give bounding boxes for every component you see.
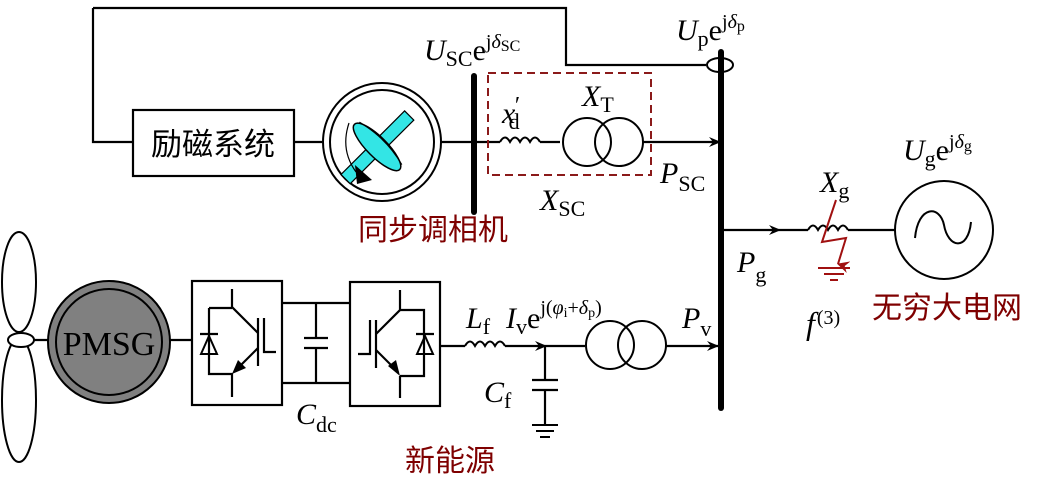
label-u-p: Upejδp	[676, 11, 745, 51]
synchronous-condenser-icon	[322, 82, 442, 202]
excitation-system-label: 励磁系统	[151, 127, 275, 163]
infinite-grid-label: 无穷大电网	[872, 291, 1022, 326]
excitation-feedback-line	[91, 6, 706, 144]
wind-turbine-blades-icon	[1, 231, 37, 463]
stepup-transformer-icon	[585, 320, 667, 370]
label-xg: Xg	[819, 166, 849, 203]
new-energy-label: 新能源	[405, 444, 495, 479]
filter-capacitor-cf-icon	[532, 346, 558, 438]
label-cdc: Cdc	[296, 398, 337, 437]
label-xd-prime: x′d	[501, 93, 520, 134]
infinite-grid-source-icon	[894, 180, 994, 280]
pmsg-generator-icon: PMSG	[47, 280, 171, 404]
rectifier-converter-icon	[190, 279, 284, 407]
filter-inductor-lf-icon	[464, 340, 506, 349]
label-u-g: Ugejδg	[903, 131, 972, 171]
inductor-xd-icon	[499, 134, 541, 146]
label-cf: Cf	[484, 376, 512, 413]
dc-link-capacitor-icon	[282, 301, 350, 385]
label-u-sc: USCejδSC	[424, 31, 520, 71]
label-p-v: Pv	[681, 302, 711, 341]
excitation-system-block: 励磁系统	[131, 108, 296, 178]
xsc-equivalent-box	[487, 72, 652, 176]
label-xt: XT	[581, 80, 614, 117]
label-p-g: Pg	[736, 246, 766, 287]
label-fault-f3: f(3)	[806, 305, 840, 341]
synchronous-condenser-label: 同步调相机	[358, 213, 508, 248]
inductor-xg-icon	[807, 222, 849, 234]
label-iv: Ivej(φi+δp)	[505, 297, 602, 339]
label-lf: Lf	[465, 302, 491, 339]
label-xsc: XSC	[539, 184, 585, 221]
label-p-sc: PSC	[659, 157, 705, 196]
pmsg-label: PMSG	[63, 326, 156, 363]
three-phase-fault-icon	[818, 199, 851, 281]
transformer-xt-icon	[560, 115, 644, 170]
inverter-converter-icon	[348, 280, 442, 408]
